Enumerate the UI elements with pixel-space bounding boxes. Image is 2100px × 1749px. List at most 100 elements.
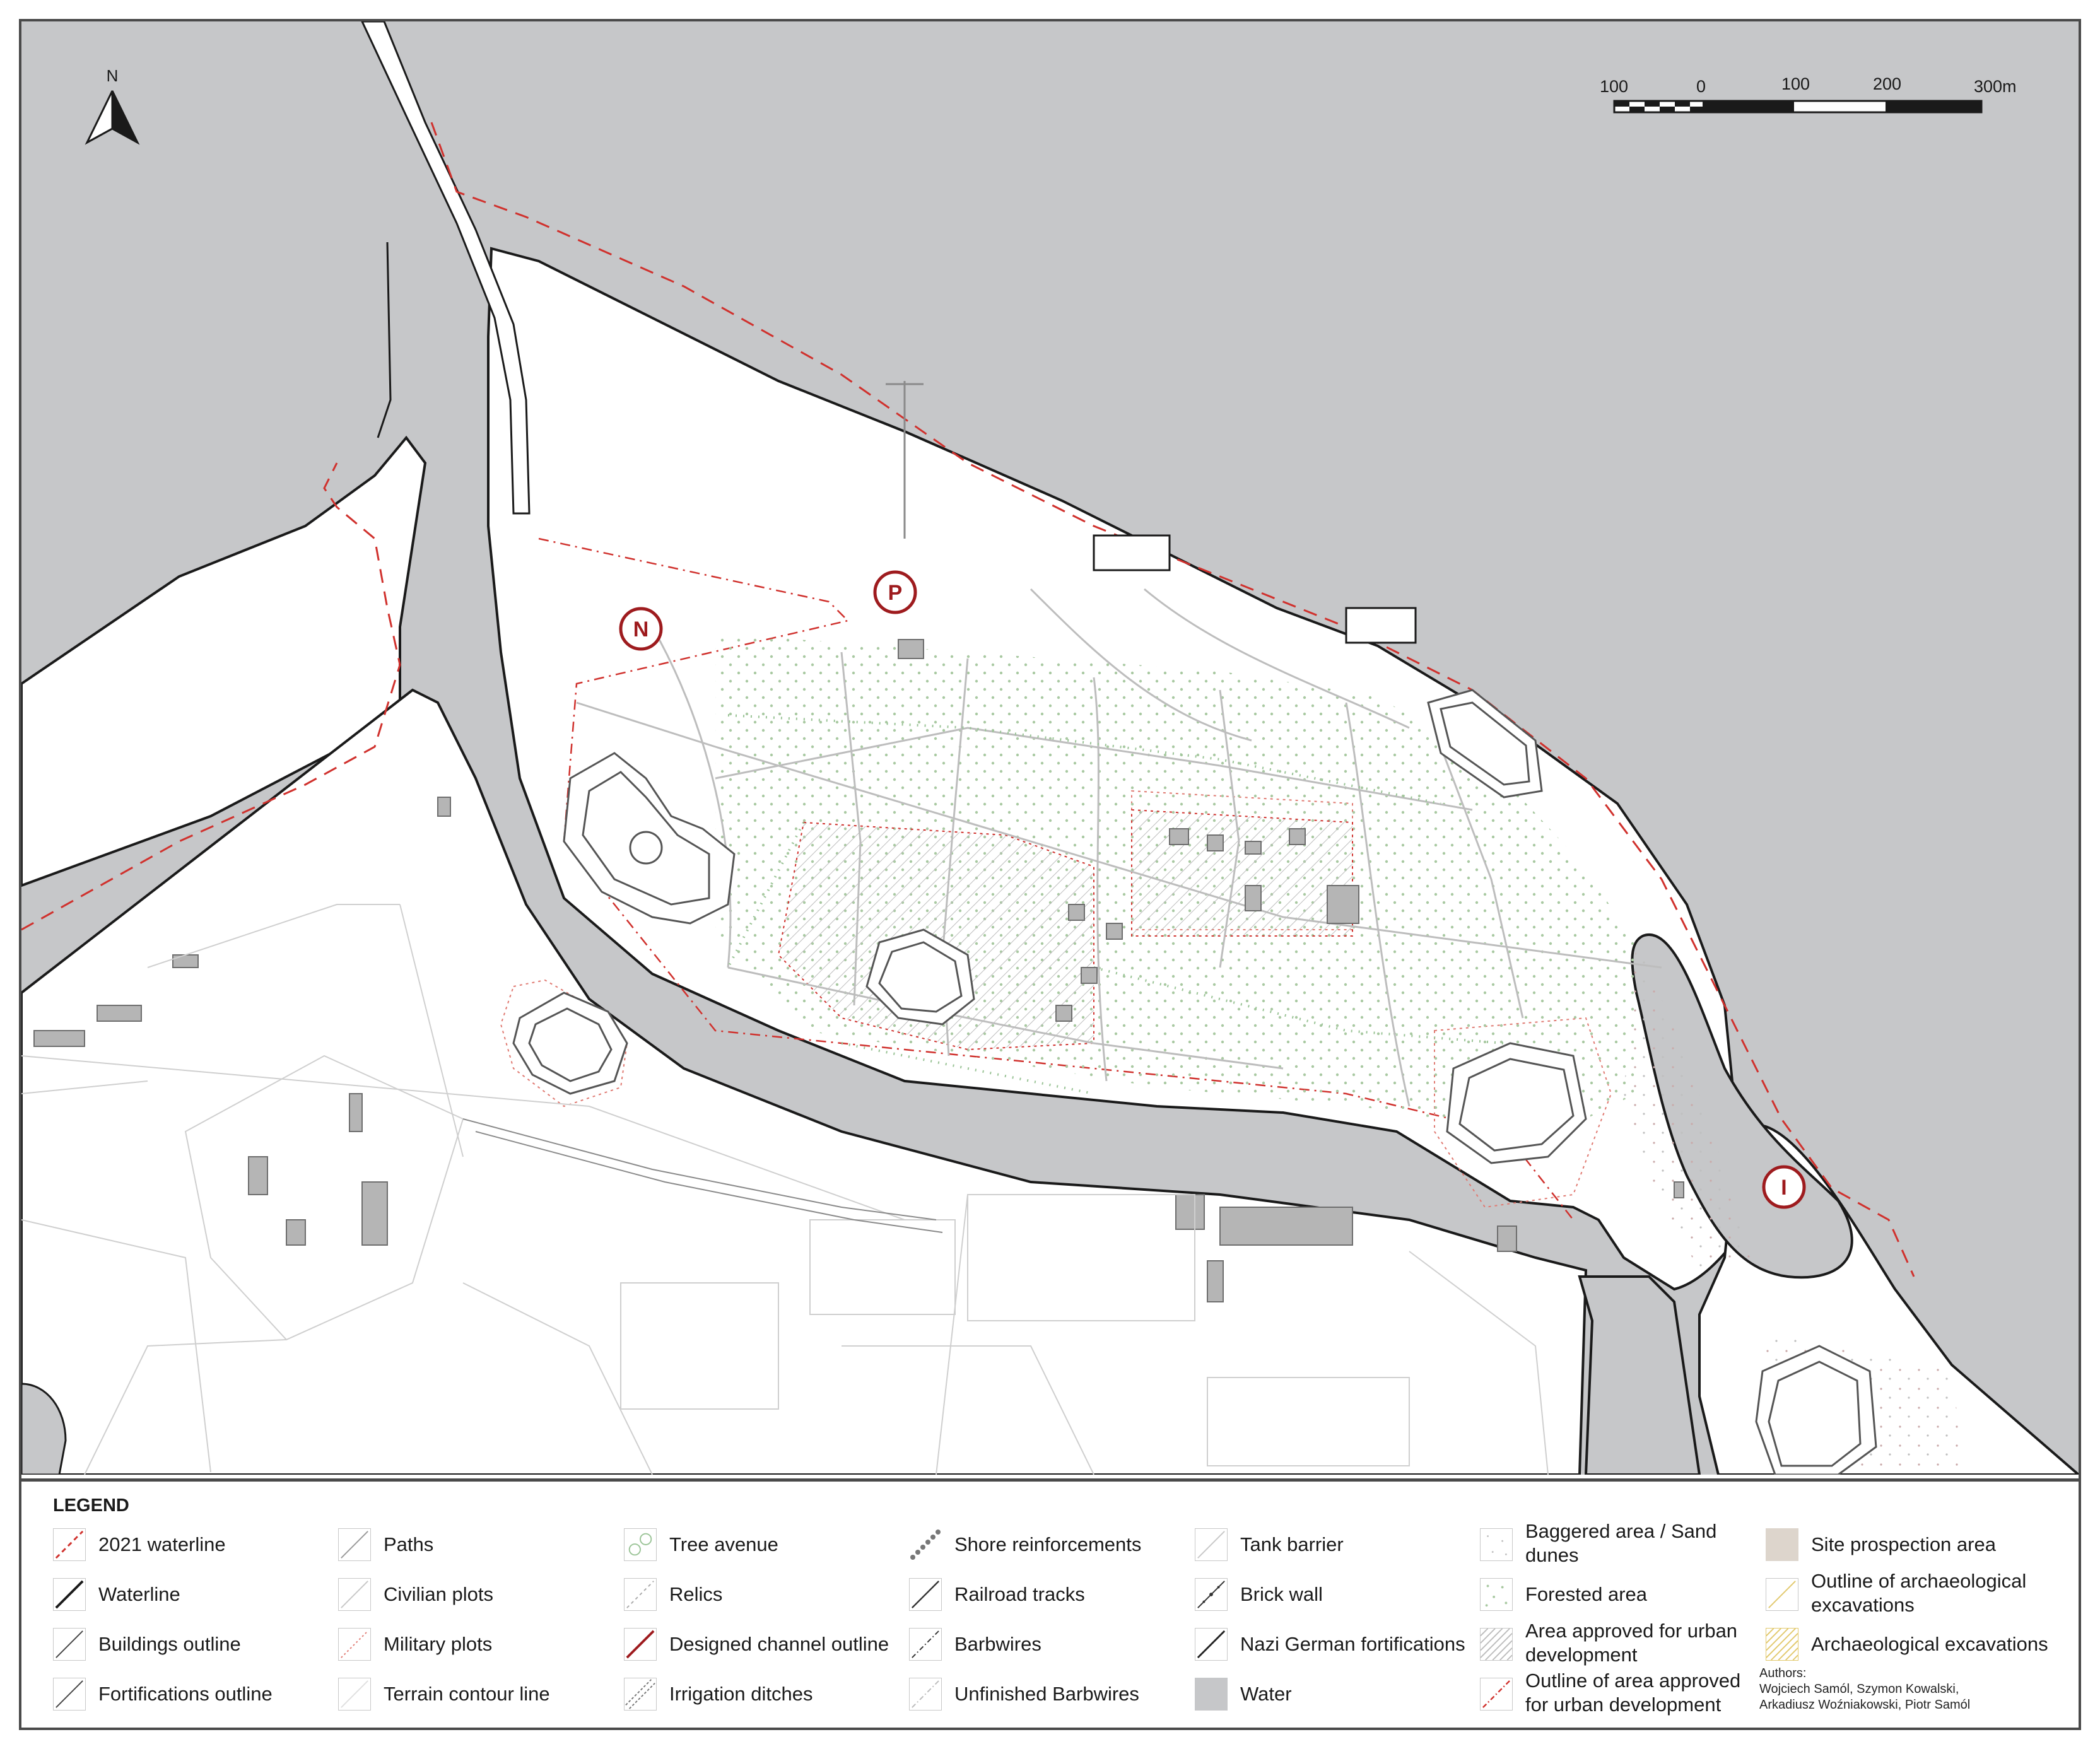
legend-symbol-red-dash-dot — [1480, 1678, 1513, 1711]
legend-item-outline-archaeological-excavations: Outline of archaeological excavations — [1766, 1570, 2056, 1616]
mast — [886, 381, 924, 539]
map-canvas: N P I N 100 0 100 200 300m — [21, 21, 2079, 1475]
legend-item-civilian-plots: Civilian plots — [338, 1574, 628, 1612]
legend-label: Military plots — [384, 1633, 493, 1655]
legend-label: Nazi German fortifications — [1240, 1633, 1465, 1655]
legend-item-brick-wall: Brick wall — [1195, 1574, 1485, 1612]
legend-symbol-grey-dashed — [624, 1578, 657, 1611]
marker-p-label: P — [888, 581, 903, 605]
paths-network — [576, 588, 1662, 1107]
legend-symbol-red-dashed — [53, 1528, 86, 1561]
legend-symbol-beige-fill — [1766, 1528, 1798, 1561]
marker-n[interactable]: N — [619, 607, 663, 651]
legend-label: Site prospection area — [1811, 1533, 1996, 1555]
authors-line-2: Arkadiusz Woźniakowski, Piotr Samól — [1759, 1698, 1971, 1712]
legend-label: Relics — [669, 1583, 723, 1605]
legend-symbol-very-light — [338, 1678, 371, 1711]
legend-symbol-light-grey — [338, 1578, 371, 1611]
legend-symbol-green-dots — [1480, 1578, 1513, 1611]
fortification-central — [865, 928, 975, 1026]
legend-label: Paths — [384, 1533, 434, 1555]
legend-item-irrigation-ditches: Irrigation ditches — [624, 1674, 914, 1712]
legend-symbol-thin-dark — [53, 1628, 86, 1661]
scale-label-0: 0 — [1696, 77, 1706, 96]
legend-item-site-prospection-area: Site prospection area — [1766, 1524, 2056, 1562]
legend-label: Barbwires — [954, 1633, 1041, 1655]
legend-symbol-dark-red — [624, 1628, 657, 1661]
legend-symbol-green-circles — [624, 1528, 657, 1561]
legend-label: Civilian plots — [384, 1583, 494, 1605]
scale-label-200: 200 — [1873, 74, 1901, 93]
legend-symbol-red-dotted — [338, 1628, 371, 1661]
legend-symbol-double-dashed — [624, 1678, 657, 1711]
legend-label: Tree avenue — [669, 1533, 778, 1555]
legend-item-fortifications-outline: Fortifications outline — [53, 1674, 343, 1712]
legend-label: Outline of archaeological excavations — [1811, 1570, 2027, 1616]
fortification-east — [1446, 1042, 1587, 1164]
legend-symbol-grey-dots — [909, 1528, 942, 1561]
legend-label: Irrigation ditches — [669, 1683, 813, 1705]
legend-symbol-hatch — [1480, 1628, 1513, 1661]
legend-label: Designed channel outline — [669, 1633, 889, 1655]
legend-label: Baggered area / Sand dunes — [1525, 1520, 1717, 1566]
legend-item-unfinished-barbwires: Unfinished Barbwires — [909, 1674, 1199, 1712]
authors: Authors: Wojciech Samól, Szymon Kowalski… — [1759, 1666, 2062, 1713]
marker-i-label: I — [1781, 1176, 1786, 1200]
marker-i[interactable]: I — [1762, 1165, 1806, 1209]
scale-label-100: 100 — [1781, 74, 1810, 93]
scale-label-100-left: 100 — [1600, 77, 1628, 96]
legend-item-tree-avenue: Tree avenue — [624, 1524, 914, 1562]
shore-structures — [1093, 534, 1417, 644]
southeast-channel — [1578, 1275, 1701, 1475]
legend-item-relics: Relics — [624, 1574, 914, 1612]
legend-label: Outline of area approved for urban devel… — [1525, 1670, 1741, 1716]
waterline-2021-west — [21, 462, 401, 931]
legend-item-nazi-german-fortifications: Nazi German fortifications — [1195, 1624, 1485, 1662]
legend-label: 2021 waterline — [98, 1533, 226, 1555]
marker-p[interactable]: P — [873, 570, 917, 614]
legend-label: Forested area — [1525, 1583, 1647, 1605]
legend-label: Waterline — [98, 1583, 180, 1605]
scale-bar: 100 0 100 200 300m — [1600, 74, 2017, 114]
legend-item-terrain-contour: Terrain contour line — [338, 1674, 628, 1712]
legend-symbol-black-line — [53, 1578, 86, 1611]
legend-symbol-dash-dot — [909, 1628, 942, 1661]
railroad-tracks — [462, 1118, 943, 1233]
legend-label: Water — [1240, 1683, 1292, 1705]
legend-label: Unfinished Barbwires — [954, 1683, 1139, 1705]
breakwater-pier — [361, 21, 531, 515]
marker-n-label: N — [633, 617, 649, 641]
legend-label: Fortifications outline — [98, 1683, 273, 1705]
sand-dunes — [1624, 942, 1750, 1270]
fortification-southeast — [1755, 1345, 1877, 1475]
legend: LEGEND 2021 waterline Waterline Building… — [21, 1478, 2079, 1728]
legend-label: Archaeological excavations — [1811, 1633, 2048, 1655]
southwest-corner-land — [21, 1383, 67, 1475]
fortification-northeast — [1427, 689, 1543, 798]
urban-outline — [538, 537, 1574, 1220]
scale-label-300m: 300m — [1974, 77, 2017, 96]
legend-item-waterline: Waterline — [53, 1574, 343, 1612]
military-plot-1 — [500, 979, 628, 1108]
legend-label: Buildings outline — [98, 1633, 241, 1655]
authors-line-1: Wojciech Samól, Szymon Kowalski, — [1759, 1682, 1959, 1696]
legend-item-water: Water — [1195, 1674, 1485, 1712]
legend-label: Tank barrier — [1240, 1533, 1344, 1555]
legend-label: Brick wall — [1240, 1583, 1323, 1605]
legend-item-shore-reinforcements: Shore reinforcements — [909, 1524, 1199, 1562]
fortification-north — [563, 752, 736, 925]
legend-item-military-plots: Military plots — [338, 1624, 628, 1662]
legend-item-area-approved-urban: Area approved for urban development — [1480, 1620, 1770, 1666]
legend-label: Terrain contour line — [384, 1683, 550, 1705]
authors-heading: Authors: — [1759, 1666, 1807, 1680]
legend-label: Shore reinforcements — [954, 1533, 1142, 1555]
legend-item-outline-area-approved-urban: Outline of area approved for urban devel… — [1480, 1670, 1770, 1716]
legend-label: Railroad tracks — [954, 1583, 1085, 1605]
north-arrow: N — [85, 66, 140, 145]
legend-title: LEGEND — [53, 1495, 129, 1516]
legend-symbol-thin-dark — [53, 1678, 86, 1711]
civilian-plots — [21, 904, 1549, 1475]
legend-item-railroad-tracks: Railroad tracks — [909, 1574, 1199, 1612]
legend-label: Area approved for urban development — [1525, 1620, 1738, 1666]
legend-item-tank-barrier: Tank barrier — [1195, 1524, 1485, 1562]
